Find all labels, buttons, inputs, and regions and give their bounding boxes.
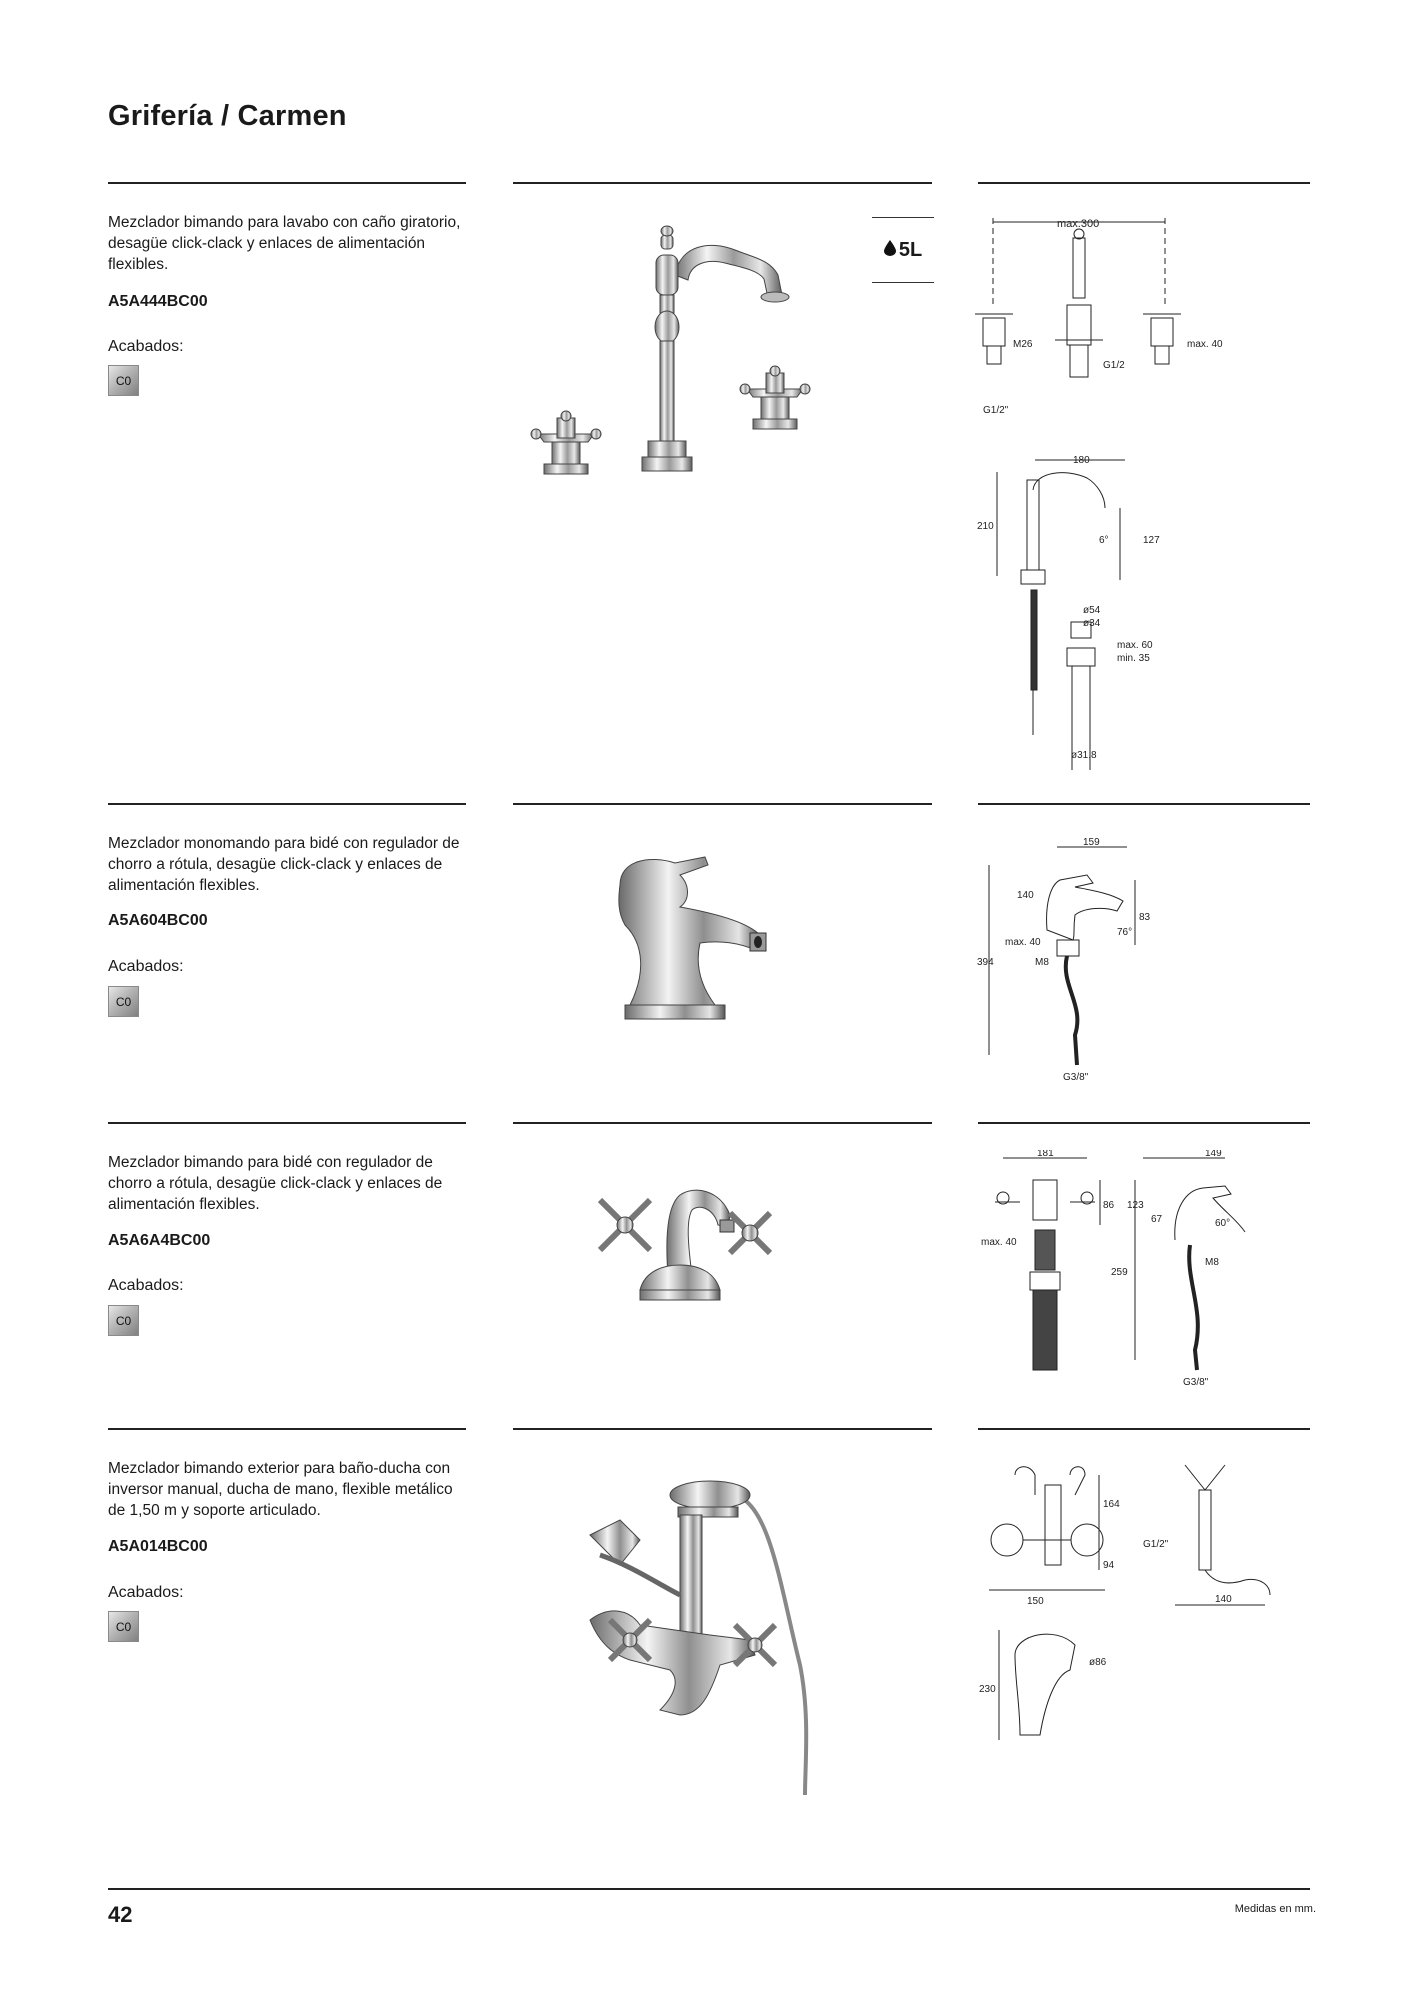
- water-saving-badge: 5L: [872, 217, 934, 283]
- divider: [108, 803, 466, 805]
- product-description: Mezclador bimando exterior para baño-duc…: [108, 1460, 453, 1519]
- bath-shower-mixer-image: [589, 1480, 809, 1795]
- dim-label: ø31,8: [1071, 750, 1097, 761]
- bidet-mixer-image: [618, 856, 767, 1020]
- dim-label: G3/8": [1063, 1072, 1089, 1083]
- divider: [978, 1122, 1310, 1124]
- water-drop-icon: [883, 239, 896, 262]
- dim-label: max. 40: [981, 1237, 1017, 1248]
- dim-label: max. 60: [1117, 640, 1153, 651]
- product-code: A5A604BC00: [108, 912, 208, 929]
- dim-label: G1/2": [1143, 1539, 1169, 1550]
- dim-label: 123: [1127, 1200, 1144, 1211]
- divider: [108, 1122, 466, 1124]
- dim-label: 164: [1103, 1499, 1120, 1510]
- dim-label: ø34: [1083, 618, 1101, 629]
- dim-label: M8: [1205, 1257, 1219, 1268]
- dim-label: min. 35: [1117, 653, 1150, 664]
- footer-rule: [108, 1888, 1310, 1890]
- dim-label: 83: [1139, 912, 1151, 923]
- finish-code: C0: [115, 373, 132, 388]
- technical-drawing: 181 86 max. 40 149 123 67 60° M8 259 G3/…: [981, 1150, 1246, 1388]
- product-code: A5A6A4BC00: [108, 1232, 211, 1249]
- divider: [978, 182, 1310, 184]
- finish-swatch-chrome[interactable]: C0: [108, 1305, 139, 1336]
- divider: [513, 1428, 932, 1430]
- technical-drawing: 159 140 83 76° max. 40 394 M8 G3/8": [977, 837, 1151, 1083]
- dim-label: max. 40: [1005, 937, 1041, 948]
- dim-label: 140: [1215, 1594, 1232, 1605]
- product-code: A5A444BC00: [108, 293, 208, 310]
- divider: [513, 182, 932, 184]
- dim-label: G1/2": [983, 405, 1009, 416]
- page-number: 42: [108, 1902, 133, 1927]
- two-handle-bidet-mixer-image: [597, 1189, 773, 1301]
- dim-label: ø86: [1089, 1657, 1107, 1668]
- dim-label: max. 40: [1187, 339, 1223, 350]
- divider: [978, 1428, 1310, 1430]
- dim-label: M26: [1013, 339, 1033, 350]
- dim-label: M8: [1035, 957, 1049, 968]
- dim-label: 181: [1037, 1150, 1054, 1159]
- dim-label: 180: [1073, 455, 1090, 466]
- flow-rate-value: 5L: [898, 238, 923, 261]
- dim-label: 6°: [1099, 535, 1109, 546]
- units-note: Medidas en mm.: [1234, 1903, 1316, 1915]
- technical-drawing: max.300 M26 G1/2" G1/2 max. 40 180 210 6…: [975, 218, 1223, 770]
- technical-drawing: 164 94 150 G1/2" 140 ø86 230: [979, 1464, 1271, 1740]
- divider: [108, 182, 466, 184]
- dim-label: 210: [977, 521, 994, 532]
- dim-label: 149: [1205, 1150, 1222, 1159]
- finish-code: C0: [115, 1313, 132, 1328]
- divider: [108, 1428, 466, 1430]
- dim-label: 127: [1143, 535, 1160, 546]
- dim-label: 259: [1111, 1267, 1128, 1278]
- dim-label: 150: [1027, 1596, 1044, 1607]
- product-description: Mezclador bimando para bidé con regulado…: [108, 1154, 443, 1213]
- dim-label: G1/2: [1103, 360, 1125, 371]
- page-title: Grifería / Carmen: [108, 100, 347, 132]
- finish-swatch-chrome[interactable]: C0: [108, 365, 139, 396]
- finishes-label: Acabados:: [108, 338, 184, 355]
- dim-label: 394: [977, 957, 994, 968]
- dim-label: 86: [1103, 1200, 1115, 1211]
- product-description: Mezclador monomando para bidé con regula…: [108, 835, 460, 894]
- dim-label: max.300: [1057, 218, 1099, 230]
- dim-label: 230: [979, 1684, 996, 1695]
- finishes-label: Acabados:: [108, 1584, 184, 1601]
- divider: [513, 803, 932, 805]
- dim-label: 159: [1083, 837, 1100, 848]
- finish-code: C0: [115, 1619, 132, 1634]
- basin-mixer-image: [530, 225, 811, 475]
- finish-swatch-chrome[interactable]: C0: [108, 986, 139, 1017]
- dim-label: 94: [1103, 1560, 1115, 1571]
- divider: [978, 803, 1310, 805]
- finishes-label: Acabados:: [108, 1277, 184, 1294]
- finish-code: C0: [115, 994, 132, 1009]
- dim-label: 140: [1017, 890, 1034, 901]
- dim-label: 60°: [1215, 1218, 1230, 1229]
- finishes-label: Acabados:: [108, 958, 184, 975]
- finish-swatch-chrome[interactable]: C0: [108, 1611, 139, 1642]
- dim-label: ø54: [1083, 605, 1101, 616]
- product-description: Mezclador bimando para lavabo con caño g…: [108, 214, 461, 273]
- product-code: A5A014BC00: [108, 1538, 208, 1555]
- divider: [513, 1122, 932, 1124]
- dim-label: 76°: [1117, 927, 1132, 938]
- dim-label: 67: [1151, 1214, 1163, 1225]
- dim-label: G3/8": [1183, 1377, 1209, 1388]
